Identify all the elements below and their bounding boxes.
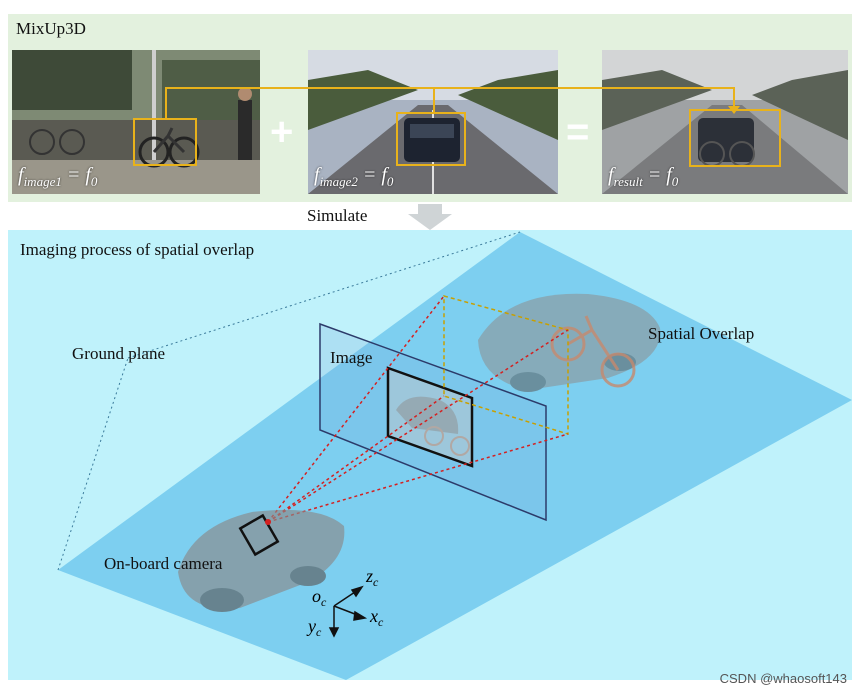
- mixup3d-panel: MixUp3D fimage1 = f0 +: [8, 14, 852, 202]
- imaging-panel: Imaging process of spatial overlap: [8, 230, 852, 680]
- camera-box: [238, 513, 280, 557]
- axis-y-label: yc: [306, 616, 322, 639]
- spatial-overlap-label: Spatial Overlap: [648, 324, 755, 343]
- ground-plane-label: Ground plane: [72, 344, 166, 363]
- ego-car: [178, 509, 345, 612]
- down-arrow-icon: [408, 204, 452, 230]
- overlap-bicycle: [550, 315, 636, 388]
- imaging-diagram: oc zc xc yc: [57, 231, 852, 680]
- image-label: Image: [330, 348, 373, 367]
- plus-sign: +: [270, 110, 294, 154]
- axis-z-label: zc: [365, 566, 379, 589]
- watermark: CSDN @whaosoft143: [719, 671, 847, 686]
- mixup-box-1: [133, 118, 197, 166]
- camera-axes: [328, 585, 368, 638]
- axis-origin-label: oc: [312, 586, 327, 609]
- result-photo: fresult = f0: [602, 50, 848, 194]
- axis-x-label: xc: [369, 606, 384, 629]
- camera-center: [265, 519, 271, 525]
- formula-image2: fimage2 = f0: [314, 164, 394, 189]
- panel-title-imaging: Imaging process of spatial overlap: [20, 240, 255, 259]
- image1-photo: fimage1 = f0: [12, 50, 260, 194]
- image2-photo: fimage2 = f0: [308, 50, 558, 194]
- camera-rays: [267, 295, 569, 523]
- panel-title: MixUp3D: [16, 19, 86, 38]
- formula-image1: fimage1 = f0: [18, 164, 98, 189]
- formula-result: fresult = f0: [608, 164, 679, 189]
- equals-sign: =: [566, 110, 590, 154]
- camera-label: On-board camera: [104, 554, 223, 573]
- simulate-label: Simulate: [307, 206, 368, 225]
